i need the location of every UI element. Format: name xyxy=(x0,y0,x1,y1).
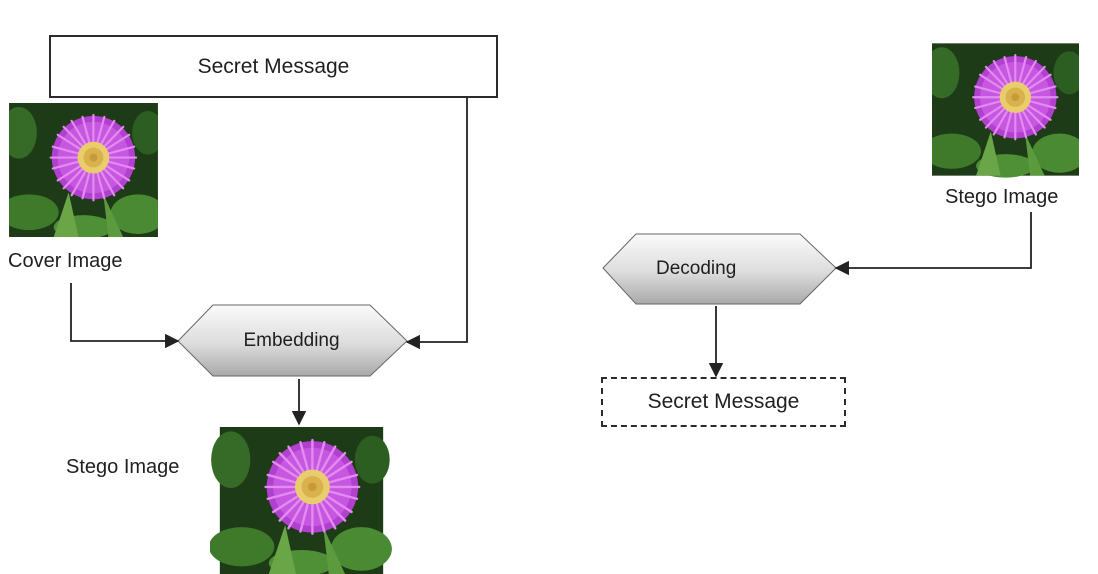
stego-image-right-label: Stego Image xyxy=(945,186,1059,208)
cover-image-photo xyxy=(9,103,158,237)
decoding-label: Decoding xyxy=(656,258,737,279)
secret-message-bottom-text: Secret Message xyxy=(647,390,800,413)
stego-image-bottom-photo xyxy=(210,427,393,574)
stego-image-left-label: Stego Image xyxy=(66,456,180,478)
embedding-label: Embedding xyxy=(243,329,340,351)
secret-message-box: Secret Message xyxy=(49,35,498,98)
stego-image-right-photo xyxy=(932,42,1079,179)
secret-message-dashed-box: Secret Message xyxy=(601,377,846,427)
stego-to-decoding-connector xyxy=(834,212,1032,276)
cover-image-label: Cover Image xyxy=(8,250,123,272)
secret-to-embedding-connector xyxy=(405,98,468,350)
cover-to-embedding-connector xyxy=(70,283,180,349)
secret-message-top-text: Secret Message xyxy=(197,54,350,78)
